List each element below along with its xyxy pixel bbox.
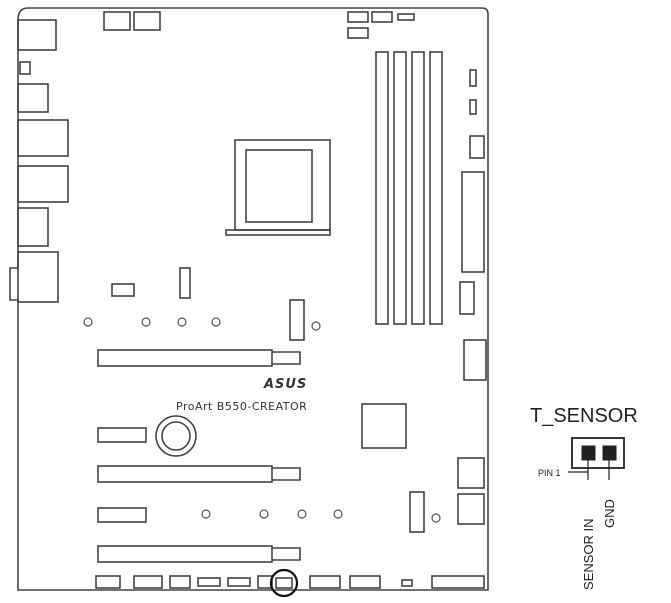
bottom-headers <box>95 575 485 589</box>
header-block <box>227 577 251 587</box>
io-port <box>17 207 49 247</box>
pcie-latch <box>272 547 301 561</box>
board <box>9 7 489 591</box>
small-chip <box>111 283 135 297</box>
header-block <box>401 579 413 587</box>
board-outline <box>9 7 489 591</box>
m2-slots <box>289 299 425 533</box>
fan-header <box>469 99 477 115</box>
screw-hole <box>141 317 151 327</box>
pcie-slot <box>97 545 273 563</box>
small-header <box>179 267 191 299</box>
dimm-slot <box>429 51 443 325</box>
battery-inner <box>161 421 191 451</box>
cpu-socket <box>225 139 331 236</box>
sata-port <box>457 457 485 489</box>
cpu-socket-outer <box>234 139 331 231</box>
top-headers <box>103 11 415 39</box>
connector <box>469 135 485 159</box>
io-port <box>17 251 59 303</box>
screw-holes <box>83 317 441 523</box>
header-block <box>371 11 393 23</box>
pcie-x1-slot <box>97 427 147 443</box>
io-port <box>17 83 49 113</box>
dimm-slots <box>375 51 443 325</box>
pcie-x1-slot <box>97 507 147 523</box>
screw-hole <box>431 513 441 523</box>
dimm-slot <box>411 51 425 325</box>
pcie-latch <box>272 351 301 365</box>
cmos-battery <box>155 415 197 457</box>
io-port <box>19 61 31 75</box>
pcie-slots <box>97 349 301 563</box>
asus-logo: ASUS <box>263 377 307 392</box>
pin-2-square <box>602 445 617 461</box>
pin1-label: PIN 1 <box>538 468 561 478</box>
board-model: ProArt B550-CREATOR <box>176 400 307 413</box>
cpu-socket-lever <box>225 229 331 236</box>
t-sensor-header <box>275 577 293 589</box>
header-block <box>133 11 161 31</box>
header-block <box>309 575 341 589</box>
dimm-slot <box>393 51 407 325</box>
highlight-circle <box>269 568 299 598</box>
connector <box>463 339 487 381</box>
header-block <box>95 575 121 589</box>
connector <box>459 281 475 315</box>
pcie-slot <box>97 465 273 483</box>
chipset <box>361 403 407 449</box>
header-block <box>397 13 415 21</box>
screw-hole <box>211 317 221 327</box>
header-block <box>431 575 485 589</box>
header-block <box>169 575 191 589</box>
pcie-slot <box>97 349 273 367</box>
right-connectors <box>457 69 487 525</box>
header-block <box>257 575 273 589</box>
screw-hole <box>297 509 307 519</box>
io-port <box>17 165 69 203</box>
atx-power <box>461 171 485 273</box>
pin-label-gnd: GND <box>602 499 617 528</box>
header-block <box>197 577 221 587</box>
dimm-slot <box>375 51 389 325</box>
m2-slot <box>289 299 305 341</box>
header-block <box>133 575 163 589</box>
screw-hole <box>177 317 187 327</box>
screw-hole <box>83 317 93 327</box>
header-block <box>347 11 369 23</box>
screw-hole <box>259 509 269 519</box>
battery-outer <box>155 415 197 457</box>
io-port <box>17 19 57 51</box>
pinout-title: T_SENSOR <box>530 405 638 427</box>
sata-port <box>457 493 485 525</box>
header-block <box>347 27 369 39</box>
rear-io <box>17 19 69 303</box>
header-block <box>103 11 131 31</box>
m2-slot <box>409 491 425 533</box>
screw-hole <box>333 509 343 519</box>
cpu-socket-inner <box>245 149 313 223</box>
t-sensor-pinout: T_SENSOR PIN 1 SENSOR IN GND <box>530 405 638 590</box>
io-port <box>17 119 69 157</box>
pin-1-square <box>581 445 596 461</box>
pin-header-outline <box>571 437 625 469</box>
screw-hole <box>311 321 321 331</box>
header-block <box>349 575 381 589</box>
pin-label-sensor-in: SENSOR IN <box>581 518 596 590</box>
screw-hole <box>201 509 211 519</box>
pcie-latch <box>272 467 301 481</box>
fan-header <box>469 69 477 87</box>
